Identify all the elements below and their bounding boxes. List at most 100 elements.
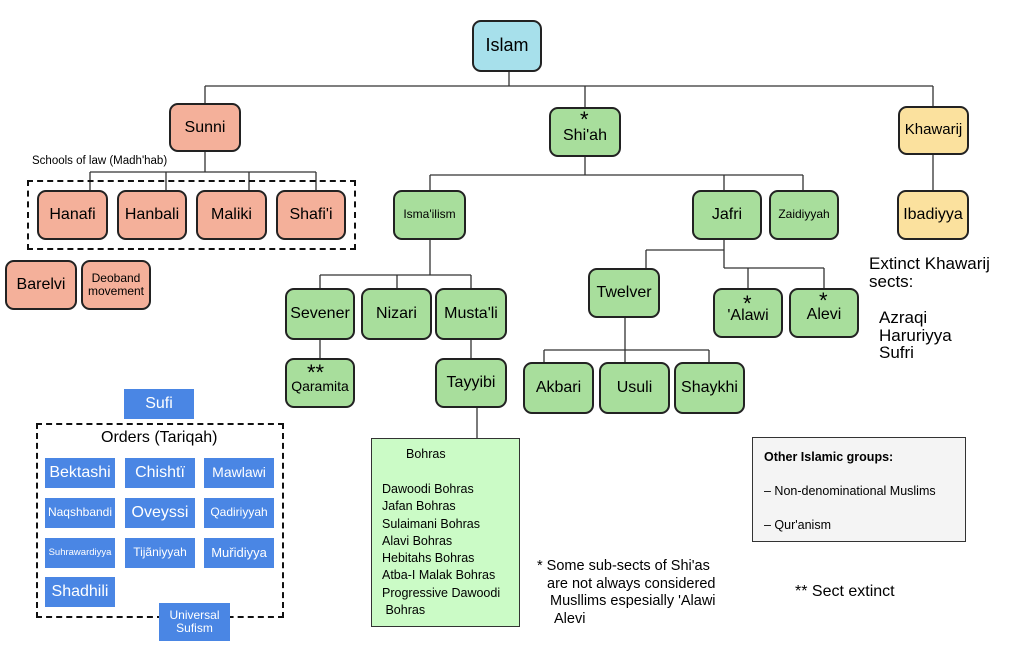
bohras-item: Hebitahs Bohras	[382, 551, 475, 566]
universal-sufism-line: Universal	[169, 607, 220, 622]
nizari-label: Nizari	[376, 305, 417, 323]
jafri-label: Jafri	[711, 206, 743, 224]
other-group-item: – Non-denominational Muslims	[764, 484, 936, 498]
mawlawi-order: Mawlawi	[204, 458, 274, 488]
jafri-node: Jafri	[692, 190, 762, 240]
shia-footnote: * Some sub-sects of Shi'as are not alway…	[537, 558, 716, 628]
shaykhi-label: Shaykhi	[681, 379, 738, 397]
twelver-node: Twelver	[588, 268, 660, 318]
bohras-title: Bohras	[406, 447, 446, 461]
sevener-node: Sevener	[285, 288, 355, 340]
barelvi-label: Barelvi	[16, 276, 66, 294]
extinct-sect: Haruriyya	[879, 325, 952, 345]
zaidiyyah-node: Zaidiyyah	[769, 190, 839, 240]
other-groups-title: Other Islamic groups:	[764, 450, 894, 464]
bohras-item: Sulaimani Bohras	[382, 516, 480, 531]
bohras-item: Progressive Dawoodi	[382, 585, 501, 600]
bektashi-label: Bektashi	[49, 464, 111, 482]
bohras-item: Jafan Bohras	[382, 499, 456, 514]
alawi-node: 'Alawi	[713, 288, 783, 338]
naqshbandi-order: Naqshbandi	[45, 498, 115, 528]
footnote-line: are not always considered	[547, 575, 716, 592]
footnote-line: Alevi	[554, 610, 586, 627]
shafii-label: Shafi'i	[289, 206, 333, 224]
barelvi-node: Barelvi	[5, 260, 77, 310]
mustali-label: Musta'li	[444, 305, 498, 323]
hanbali-node: Hanbali	[117, 190, 187, 240]
bohras-list: Dawoodi Bohras Jafan Bohras Sulaimani Bo…	[382, 481, 500, 619]
usuli-node: Usuli	[599, 362, 670, 414]
akbari-label: Akbari	[535, 379, 582, 397]
deoband-node: Deoband movement	[81, 260, 151, 310]
shiah-label: Shi'ah	[563, 127, 607, 145]
naqshbandi-label: Naqshbandi	[47, 505, 113, 520]
hanbali-label: Hanbali	[124, 206, 180, 224]
deoband-label: Deoband movement	[87, 270, 145, 298]
nizari-node: Nizari	[361, 288, 432, 340]
chishti-order: Chishtï	[125, 458, 195, 488]
islam-label: Islam	[485, 35, 529, 56]
twelver-label: Twelver	[596, 284, 652, 302]
other-group-item: – Qur'anism	[764, 518, 831, 532]
islam-node: Islam	[472, 20, 542, 72]
alawi-asterisk: *	[743, 291, 752, 316]
extinct-khawarij-title: Extinct Khawarij sects:	[869, 255, 990, 291]
universal-sufism-line: Sufism	[176, 621, 213, 635]
hanafi-node: Hanafi	[37, 190, 108, 240]
qadiriyyah-order: Qadiriyyah	[204, 498, 274, 528]
maliki-node: Maliki	[196, 190, 267, 240]
chishti-label: Chishtï	[135, 464, 185, 482]
shadhili-label: Shadhili	[51, 583, 109, 601]
tijaniyyah-label: Tijãniyyah	[133, 545, 187, 560]
khawarij-label: Khawarij	[904, 121, 963, 139]
shafii-node: Shafi'i	[276, 190, 346, 240]
zaidiyyah-label: Zaidiyyah	[778, 207, 830, 222]
bohras-box: Bohras Dawoodi Bohras Jafan Bohras Sulai…	[371, 438, 520, 627]
akbari-node: Akbari	[523, 362, 594, 414]
schools-dashed-box	[27, 180, 356, 250]
tayyibi-label: Tayyibi	[446, 374, 496, 392]
qaramita-node: Qaramita	[285, 358, 355, 408]
sufi-node: Sufi	[124, 389, 194, 419]
suhrawardiyya-order: Suhrawardiyya	[45, 538, 115, 568]
alawi-label: 'Alawi	[727, 307, 769, 325]
oveyssi-order: Oveyssi	[125, 498, 195, 528]
orders-label: Orders (Tariqah)	[101, 429, 218, 446]
ismailism-label: Isma'ilism	[403, 207, 456, 222]
bohras-item: Atba-I Malak Bohras	[382, 568, 496, 583]
alevi-label: Alevi	[806, 306, 842, 324]
tayyibi-node: Tayyibi	[435, 358, 507, 408]
ismailism-node: Isma'ilism	[393, 190, 466, 240]
muridiyya-label: Muřidiyya	[211, 544, 267, 560]
shiah-asterisk: *	[580, 107, 589, 132]
sunni-node: Sunni	[169, 103, 241, 152]
bektashi-order: Bektashi	[45, 458, 115, 488]
shaykhi-node: Shaykhi	[674, 362, 745, 414]
ibadiyya-label: Ibadiyya	[903, 206, 963, 224]
qadiriyyah-label: Qadiriyyah	[210, 505, 268, 520]
sunni-label: Sunni	[184, 118, 226, 136]
shadhili-order: Shadhili	[45, 577, 115, 607]
bohras-item: Bohras	[382, 603, 426, 618]
alevi-asterisk: *	[819, 288, 828, 313]
khawarij-node: Khawarij	[898, 106, 969, 155]
extinct-khawarij-list: Azraqi Haruriyya Sufri	[879, 309, 952, 362]
sufi-label: Sufi	[145, 395, 173, 413]
extinct-sect: Azraqi	[879, 308, 928, 327]
schools-of-law-label: Schools of law (Madh'hab)	[32, 155, 168, 167]
suhrawardiyya-label: Suhrawardiyya	[48, 546, 112, 558]
shiah-node: Shi'ah	[549, 107, 621, 157]
extinct-title-line: Extinct Khawarij	[869, 254, 990, 273]
sevener-label: Sevener	[290, 305, 350, 323]
alevi-node: Alevi	[789, 288, 859, 338]
bohras-item: Dawoodi Bohras	[382, 482, 474, 496]
qaramita-label: Qaramita	[291, 378, 349, 395]
muridiyya-order: Muřidiyya	[204, 538, 274, 568]
extinct-footnote: ** Sect extinct	[795, 583, 895, 600]
other-groups-box: Other Islamic groups: – Non-denomination…	[752, 437, 966, 542]
oveyssi-label: Oveyssi	[131, 504, 189, 522]
ibadiyya-node: Ibadiyya	[897, 190, 969, 240]
hanafi-label: Hanafi	[49, 206, 96, 224]
extinct-sect: Sufri	[879, 343, 914, 362]
extinct-title-line: sects:	[869, 272, 914, 291]
